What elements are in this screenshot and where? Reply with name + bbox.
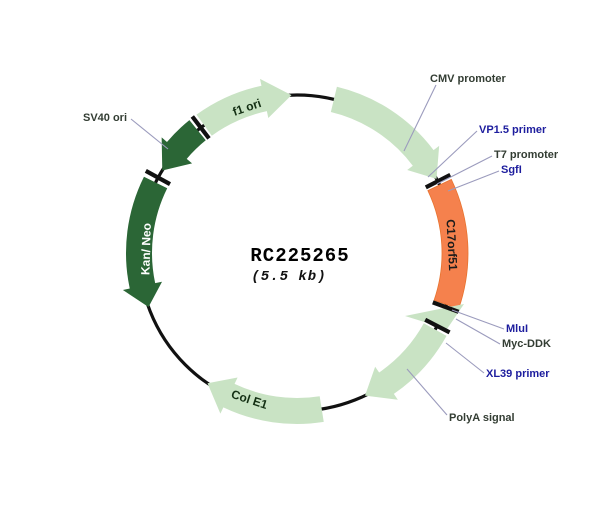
sgfi-leader-line <box>447 170 500 192</box>
junction-tick <box>424 317 451 335</box>
polya-signal-leader-line <box>406 368 448 416</box>
junction-tick <box>144 169 172 186</box>
plasmid-name: RC225265 <box>250 245 349 267</box>
sv40-ori-arrow <box>161 120 206 171</box>
junction-tick <box>424 173 452 190</box>
xl39-primer-leader-line <box>445 342 485 374</box>
myc-ddk-leader-line <box>455 318 501 345</box>
cmv-promoter-arrow <box>330 86 440 179</box>
junction-tick <box>432 300 460 314</box>
cmv-promoter-label: CMV promoter <box>430 73 507 85</box>
plasmid-size: (5.5 kb) <box>251 269 326 285</box>
vp15-primer-leader-line <box>427 130 478 178</box>
polya-arrow <box>365 323 447 400</box>
polya-signal-label: PolyA signal <box>449 412 515 424</box>
cmv-promoter-leader-line <box>403 84 437 152</box>
c17orf51-band-label: C17orf51 <box>443 219 460 271</box>
kan-neo-arrow-label: Kan/ Neo <box>138 223 153 275</box>
mlui-leader-line <box>451 309 505 330</box>
mlui-label: MluI <box>506 323 528 335</box>
t7-promoter-label: T7 promoter <box>494 149 559 161</box>
xl39-primer-label: XL39 primer <box>486 368 550 380</box>
sgfi-label: SgfI <box>501 164 522 176</box>
sv40-ori-leader-line <box>130 118 169 150</box>
myc-ddk-label: Myc-DDK <box>502 338 551 350</box>
col-e1-arrow <box>207 377 324 424</box>
sv40-ori-label: SV40 ori <box>83 112 127 124</box>
junction-tick <box>190 115 211 140</box>
c17orf51-band <box>427 178 469 310</box>
f1-ori-arrow <box>196 78 292 136</box>
kan-neo-arrow <box>122 176 168 308</box>
t7-promoter-leader-line <box>436 155 493 185</box>
vp15-primer-label: VP1.5 primer <box>479 124 547 136</box>
